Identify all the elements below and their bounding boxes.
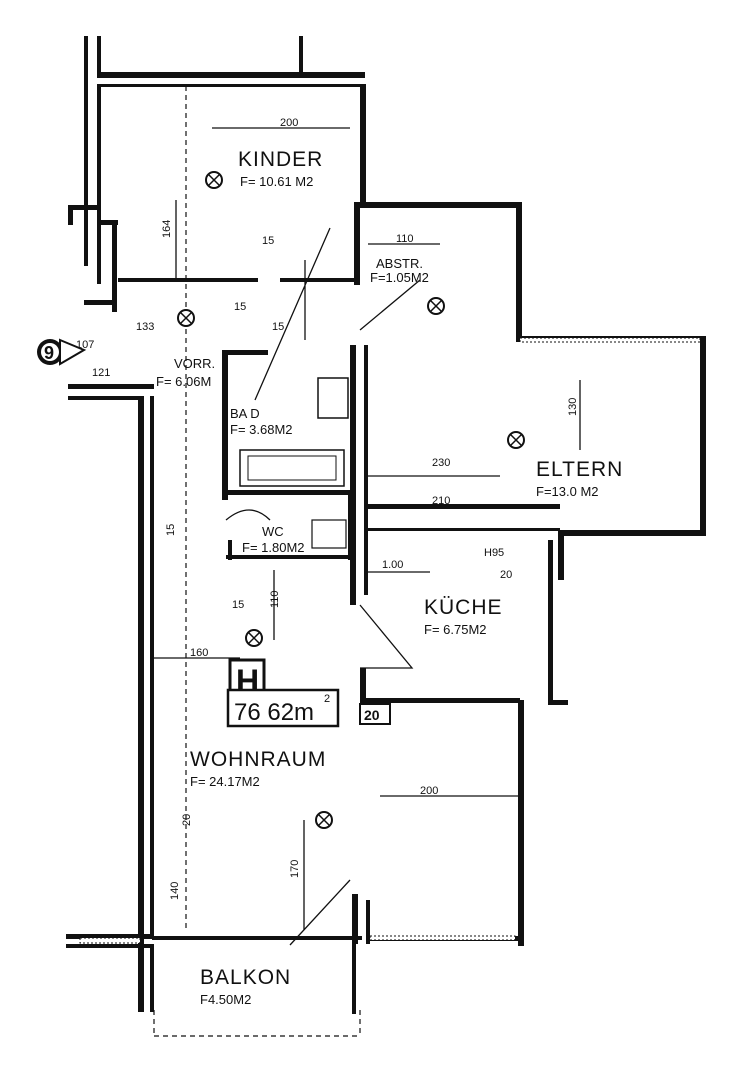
dim-15c: 15 — [272, 321, 284, 333]
dim-kueche-side: 20 — [500, 569, 512, 581]
dim-eltern-width-bottom: 210 — [432, 495, 450, 507]
room-name-kueche: KÜCHE — [424, 596, 503, 619]
number-box: 20 — [359, 703, 391, 725]
ceiling-light-icon — [427, 297, 445, 315]
room-area-kueche: F= 6.75M2 — [424, 622, 487, 637]
total-area-unit-exponent: 2 — [324, 693, 330, 705]
room-area-kinder: F= 10.61 M2 — [240, 174, 313, 189]
dim-133: 133 — [136, 321, 154, 333]
dim-wohn-height: 170 — [289, 860, 301, 878]
room-area-balkon: F4.50M2 — [200, 992, 251, 1007]
number-box-value: 20 — [364, 707, 380, 723]
dim-121: 121 — [92, 367, 110, 379]
room-area-bad: F= 3.68M2 — [230, 422, 293, 437]
room-name-vorr: VORR. — [174, 356, 215, 371]
room-name-abstr: ABSTR. — [376, 256, 423, 271]
plan-lines — [150, 86, 581, 1037]
wall-hatch — [79, 337, 701, 944]
room-area-vorr: F= 6.06M — [156, 374, 211, 389]
dim-eltern-width-top: 230 — [432, 457, 450, 469]
dim-vorr-width: 160 — [190, 647, 208, 659]
room-name-bad: BA D — [230, 406, 260, 421]
ceiling-light-icon — [507, 431, 525, 449]
room-area-eltern: F=13.0 M2 — [536, 484, 599, 499]
room-area-abstr: F=1.05M2 — [370, 270, 429, 285]
dim-15a: 15 — [262, 235, 274, 247]
dim-15b: 15 — [234, 301, 246, 313]
dim-kinder-height: 164 — [161, 220, 173, 238]
dim-wohn-width: 200 — [420, 785, 438, 797]
room-name-wohnraum: WOHNRAUM — [190, 748, 326, 771]
dim-abstr-width: 110 — [396, 233, 414, 245]
dim-107: 107 — [76, 339, 94, 351]
room-name-eltern: ELTERN — [536, 458, 623, 481]
apartment-door-badge: 9 — [37, 338, 87, 366]
door-number: 9 — [44, 343, 54, 363]
room-area-wohnraum: F= 24.17M2 — [190, 774, 260, 789]
dim-vorr-height: 110 — [269, 590, 281, 608]
dim-eltern-height: 130 — [567, 398, 579, 416]
ceiling-light-icon — [177, 309, 195, 327]
dim-20: 20 — [181, 814, 193, 826]
room-name-kinder: KINDER — [238, 148, 323, 171]
dim-kinder-width: 200 — [280, 117, 298, 129]
ceiling-light-icon — [315, 811, 333, 829]
dim-kueche-h: H95 — [484, 547, 504, 559]
total-area-value: 76 62m — [234, 699, 314, 726]
dim-wohn-side: 140 — [169, 882, 181, 900]
walls — [66, 36, 706, 1014]
ceiling-light-icon — [245, 629, 263, 647]
room-area-wc: F= 1.80M2 — [242, 540, 305, 555]
room-name-wc: WC — [262, 524, 284, 539]
dim-kueche-width: 1.00 — [382, 559, 403, 571]
dim-15d: 15 — [165, 524, 177, 536]
ceiling-light-icon — [205, 171, 223, 189]
total-area-box: H 76 62m 2 — [226, 658, 340, 728]
dim-15e: 15 — [232, 599, 244, 611]
room-name-balkon: BALKON — [200, 966, 291, 989]
